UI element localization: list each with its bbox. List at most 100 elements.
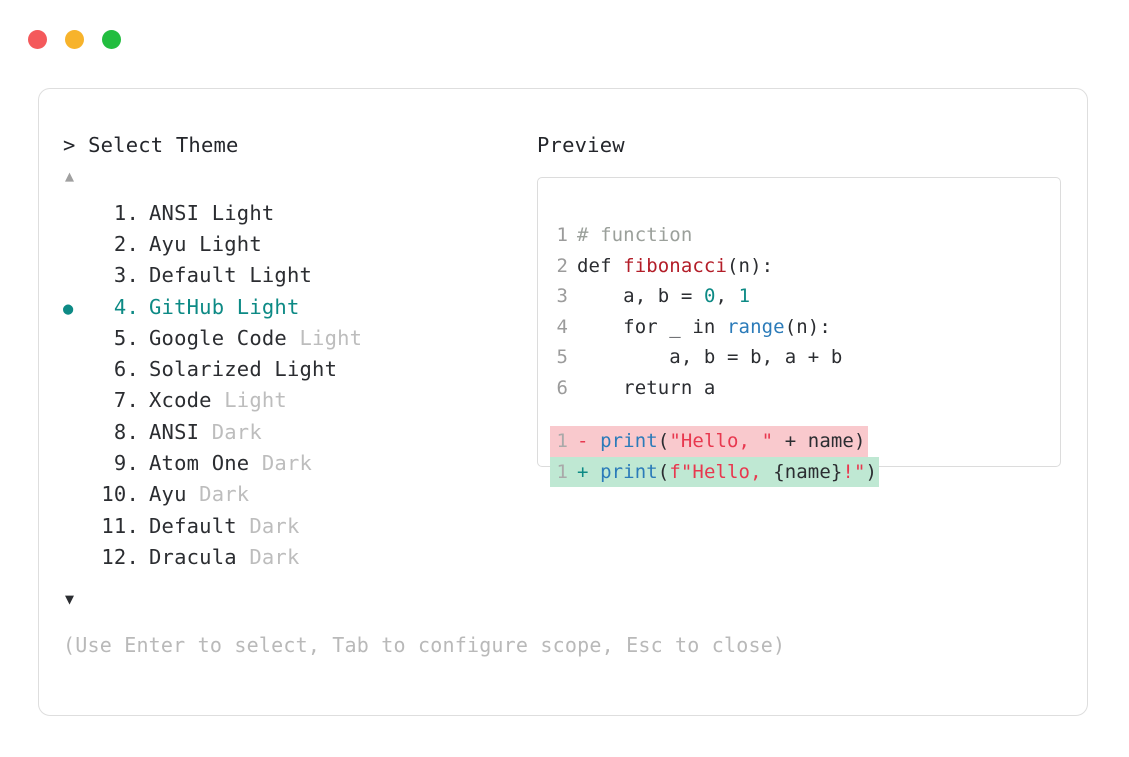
theme-index: 2. xyxy=(101,231,139,256)
code-token: "Hello, " xyxy=(669,430,774,452)
theme-name: ANSI xyxy=(149,419,212,444)
theme-list-item[interactable]: 5. Google Code Light xyxy=(63,326,533,357)
theme-index: 8. xyxy=(101,419,139,444)
theme-list-item[interactable]: 9. Atom One Dark xyxy=(63,451,533,482)
theme-variant: Light xyxy=(274,357,338,382)
theme-selector-pane: > Select Theme ▲ 1. ANSI Light 2. Ayu Ligh… xyxy=(63,133,533,614)
theme-list-item[interactable]: 1. ANSI Light xyxy=(63,201,533,232)
close-icon[interactable] xyxy=(28,30,47,49)
code-token: fibonacci xyxy=(623,254,728,277)
code-token: 1 xyxy=(738,285,751,307)
theme-name: Ayu xyxy=(149,231,200,256)
theme-index: 6. xyxy=(101,357,139,382)
code-token: 0 xyxy=(703,285,716,307)
theme-variant: Dark xyxy=(249,513,300,538)
theme-list-item[interactable]: 6. Solarized Light xyxy=(63,357,533,388)
theme-variant: Dark xyxy=(211,419,262,444)
theme-variant: Dark xyxy=(261,451,313,475)
maximize-icon[interactable] xyxy=(102,30,121,49)
line-number: 1 xyxy=(556,430,568,452)
diff-sign: + xyxy=(577,460,601,483)
theme-index: 4. xyxy=(101,294,139,319)
theme-list-item[interactable]: 11.Default Dark xyxy=(63,514,533,545)
theme-name: GitHub xyxy=(149,294,237,319)
theme-list-item[interactable]: 10.Ayu Dark xyxy=(63,482,533,513)
preview-pane: Preview xyxy=(537,133,1067,159)
code-line: 4 for _ in range(n): xyxy=(550,312,1058,343)
theme-variant: Dark xyxy=(249,544,300,569)
theme-list-item[interactable]: 3. Default Light xyxy=(63,263,533,294)
keyboard-hint: (Use Enter to select, Tab to configure s… xyxy=(63,633,786,657)
theme-variant: Light xyxy=(211,200,275,225)
code-token: return a xyxy=(577,376,716,399)
theme-list-item[interactable]: 12.Dracula Dark xyxy=(63,545,533,576)
code-token: print xyxy=(600,460,658,483)
code-token: ) xyxy=(865,460,878,483)
theme-variant: Light xyxy=(299,325,363,350)
prompt-row: > Select Theme xyxy=(63,133,533,159)
code-token: (n): xyxy=(727,254,774,277)
prompt-caret: > xyxy=(63,133,76,157)
code-token: def xyxy=(577,254,624,277)
line-number: 4 xyxy=(556,315,568,338)
code-line: 1 # function xyxy=(550,220,1058,251)
theme-name: Default xyxy=(149,513,250,538)
code-token: for _ in xyxy=(577,315,728,338)
diff-highlight: 1 + print(f"Hello, {name}!") xyxy=(550,456,880,487)
theme-list-item[interactable]: ● 4. GitHub Light xyxy=(63,295,533,326)
theme-variant: Light xyxy=(236,294,300,319)
theme-name: Google Code xyxy=(149,325,300,350)
theme-index: 3. xyxy=(101,263,139,288)
theme-variant: Light xyxy=(224,388,287,413)
scroll-down-arrow-icon[interactable]: ▼ xyxy=(65,590,75,609)
theme-list-item[interactable]: 2.Ayu Light xyxy=(63,232,533,263)
diff-line-add: 1 + print(f"Hello, {name}!") xyxy=(550,456,1058,487)
theme-list-item[interactable]: 8. ANSI Dark xyxy=(63,420,533,451)
code-token: (n): xyxy=(784,315,831,338)
code-token: # function xyxy=(577,224,693,246)
theme-index: 9. xyxy=(101,451,139,475)
theme-index: 1. xyxy=(101,200,139,225)
theme-picker-card: > Select Theme ▲ 1. ANSI Light 2. Ayu Ligh… xyxy=(38,88,1088,716)
code-line: 3 a, b = 0, 1 xyxy=(550,281,1058,312)
theme-name: Atom One xyxy=(149,451,262,475)
selected-bullet-icon: ● xyxy=(63,298,74,319)
code-line: 2 def fibonacci(n): xyxy=(550,251,1058,282)
page-title xyxy=(76,133,89,157)
line-number: 3 xyxy=(556,285,568,307)
code-token: f"Hello, xyxy=(669,460,774,483)
line-number: 1 xyxy=(556,460,568,483)
theme-name: Xcode xyxy=(149,388,225,413)
diff-highlight: 1- print("Hello, " + name) xyxy=(550,426,868,457)
minimize-icon[interactable] xyxy=(65,30,84,49)
theme-index: 10. xyxy=(101,482,139,507)
theme-name: Default xyxy=(149,263,250,288)
line-number: 1 xyxy=(556,224,568,246)
code-token: {name} xyxy=(773,460,843,483)
theme-name: ANSI xyxy=(149,200,212,225)
window-traffic-lights xyxy=(28,30,121,49)
theme-variant: Light xyxy=(249,263,313,288)
code-token: a, b = b, a + b xyxy=(577,346,843,368)
code-token: range xyxy=(727,315,785,338)
theme-name: Ayu xyxy=(149,482,200,507)
theme-index: 5. xyxy=(101,325,139,350)
preview-heading: Preview xyxy=(537,133,625,157)
theme-name: Solarized xyxy=(149,357,275,382)
code-token: ( xyxy=(657,430,670,452)
code-token: ( xyxy=(657,460,670,483)
theme-list: 1. ANSI Light 2. Ayu Light 3. Default Light… xyxy=(63,201,533,577)
code-token: , xyxy=(715,285,739,307)
diff-sign: - xyxy=(577,430,601,452)
line-number: 2 xyxy=(556,254,568,277)
code-line: 6 return a xyxy=(550,373,1058,404)
scroll-up-arrow-icon[interactable]: ▲ xyxy=(65,166,75,185)
code-token: !" xyxy=(842,460,866,483)
code-token: print xyxy=(600,430,658,452)
theme-list-item[interactable]: 7.Xcode Light xyxy=(63,388,533,419)
theme-index: 12. xyxy=(101,544,139,569)
code-spacer xyxy=(550,403,1058,426)
code-token: a, b = xyxy=(577,285,704,307)
line-number: 5 xyxy=(556,346,568,368)
